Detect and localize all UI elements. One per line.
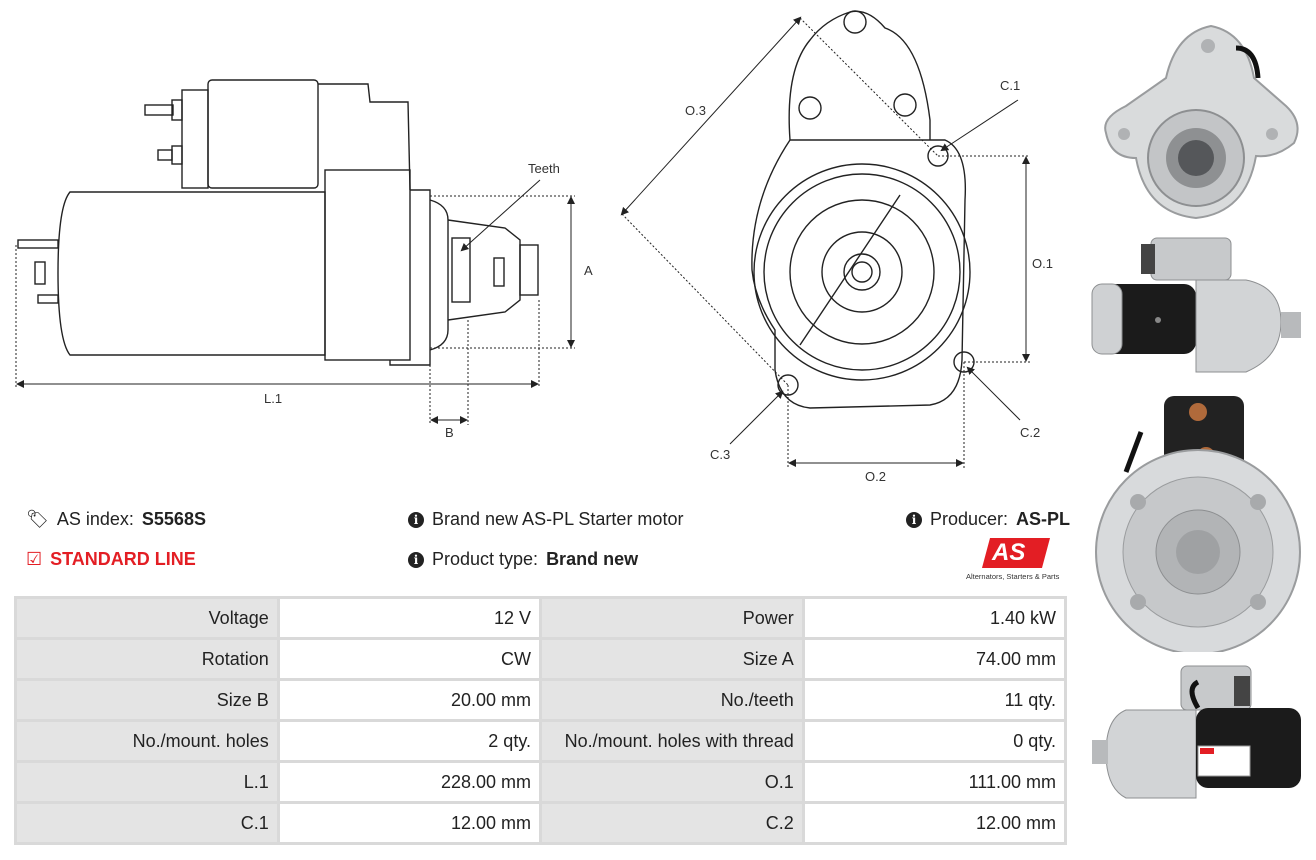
tags-icon: 🏷: [26, 509, 49, 529]
spec-label: No./mount. holes with thread: [542, 722, 802, 760]
spec-value: 12.00 mm: [804, 804, 1064, 842]
producer-value: AS-PL: [1016, 509, 1071, 529]
info-icon: i: [408, 551, 424, 568]
as-index-label: AS index:: [56, 509, 134, 529]
front-view-drawing: O.3 C.1 O.1 C.2 C.3 O.2: [620, 10, 1053, 484]
logo-text: AS: [992, 539, 1026, 566]
side-label-photo: [1086, 658, 1308, 808]
spec-value: 228.00 mm: [279, 763, 539, 801]
spec-label: No./mount. holes: [17, 722, 277, 760]
dim-l1-label: L.1: [264, 391, 282, 406]
product-type-row: i Product type: Brand new: [408, 549, 638, 570]
as-pl-logo: AS Alternators, Starters & Parts: [966, 538, 1068, 582]
standard-line-row: ☑ STANDARD LINE: [26, 549, 196, 570]
as-index-value: S5568S: [141, 509, 206, 529]
producer-label: Producer:: [930, 509, 1009, 529]
spec-label: L.1: [17, 763, 277, 801]
logo-tagline: Alternators, Starters & Parts: [966, 572, 1060, 581]
brand-row: i Brand new AS-PL Starter motor: [408, 509, 683, 530]
side-view-drawing: A L.1 B Teeth: [15, 79, 593, 440]
spec-label: Size A: [542, 640, 802, 678]
spec-label: No./teeth: [542, 681, 802, 719]
dim-c1-label: C.1: [1000, 78, 1020, 93]
info-icon: i: [906, 511, 922, 528]
spec-label: O.1: [542, 763, 802, 801]
spec-label: Size B: [17, 681, 277, 719]
spec-label: C.1: [17, 804, 277, 842]
producer-row: i Producer: AS-PL: [906, 509, 1070, 530]
dim-c2-label: C.2: [1020, 425, 1040, 440]
info-icon: i: [408, 511, 424, 528]
spec-value: 0 qty.: [804, 722, 1064, 760]
spec-label: Voltage: [17, 599, 277, 637]
dim-c3-label: C.3: [710, 447, 730, 462]
side-view-photo: [1086, 232, 1308, 382]
dim-a-label: A: [584, 263, 593, 278]
spec-value: CW: [279, 640, 539, 678]
standard-line-label: STANDARD LINE: [50, 549, 196, 569]
spec-label: Power: [542, 599, 802, 637]
spec-value: 111.00 mm: [804, 763, 1064, 801]
rear-view-photo: [1086, 392, 1308, 652]
product-type-label: Product type:: [432, 549, 539, 569]
spec-value: 74.00 mm: [804, 640, 1064, 678]
spec-label: C.2: [542, 804, 802, 842]
brand-text: Brand new AS-PL Starter motor: [432, 509, 684, 529]
teeth-label: Teeth: [528, 161, 560, 176]
product-type-value: Brand new: [546, 549, 639, 569]
checkbox-icon: ☑: [26, 549, 43, 569]
spec-value: 1.40 kW: [804, 599, 1064, 637]
spec-value: 20.00 mm: [279, 681, 539, 719]
spec-value: 11 qty.: [804, 681, 1064, 719]
spec-value: 2 qty.: [279, 722, 539, 760]
spec-value: 12.00 mm: [279, 804, 539, 842]
dim-o1-label: O.1: [1032, 256, 1053, 271]
spec-label: Rotation: [17, 640, 277, 678]
as-index-row: 🏷 AS index: S5568S: [26, 509, 206, 530]
dim-b-label: B: [445, 425, 454, 440]
spec-value: 12 V: [279, 599, 539, 637]
dim-o2-label: O.2: [865, 469, 886, 484]
dim-o3-label: O.3: [685, 103, 706, 118]
front-view-photo: [1086, 8, 1308, 230]
